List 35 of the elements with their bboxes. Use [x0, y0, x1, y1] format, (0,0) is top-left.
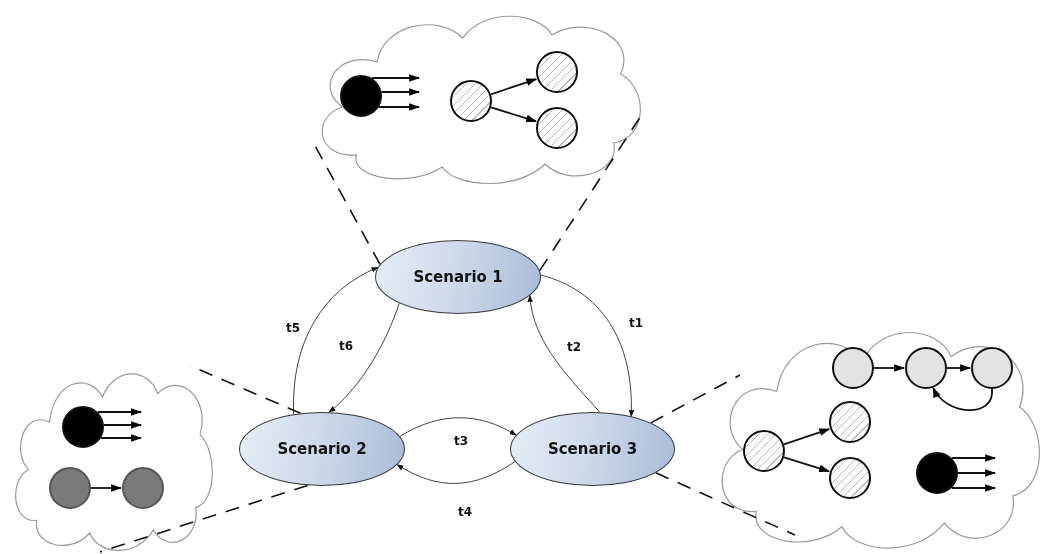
- arrow: [957, 469, 997, 477]
- arrow: [100, 434, 143, 442]
- scenario-label: Scenario 2: [277, 440, 367, 458]
- arrow: [378, 103, 421, 111]
- arrow: [96, 408, 143, 416]
- arrow: [370, 74, 421, 82]
- arrow: [328, 302, 400, 413]
- edge-label: t4: [455, 505, 475, 519]
- arrow: [783, 456, 831, 473]
- scenario-label: Scenario 3: [547, 440, 638, 458]
- arrow: [932, 386, 993, 411]
- arrow: [380, 88, 421, 96]
- edge-label: t3: [451, 434, 471, 448]
- arrow: [293, 266, 379, 415]
- arrow: [90, 484, 123, 492]
- scenario-label: Scenario 1: [413, 268, 503, 286]
- edge-label: t5: [283, 321, 303, 335]
- edge-label: t2: [564, 340, 584, 354]
- arrow: [783, 428, 831, 446]
- arrow: [950, 454, 997, 462]
- arrow: [946, 364, 972, 372]
- edge-label: t6: [336, 339, 356, 353]
- arrow: [540, 274, 634, 418]
- arrow: [396, 461, 516, 484]
- arrow: [873, 364, 906, 372]
- arrow: [950, 484, 997, 492]
- arrow: [527, 294, 601, 413]
- arrow: [103, 421, 143, 429]
- dashed-line: [650, 374, 741, 424]
- arrow: [490, 106, 538, 123]
- dashed-line: [99, 484, 309, 553]
- arrow: [399, 417, 517, 437]
- dashed-line: [654, 471, 796, 536]
- arrow: [490, 78, 538, 96]
- edge-label: t1: [626, 316, 646, 330]
